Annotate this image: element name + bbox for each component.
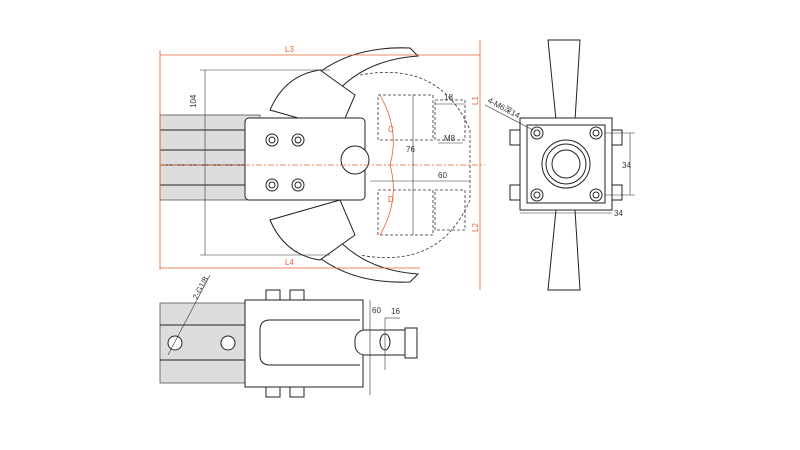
arc-c xyxy=(379,94,394,166)
dim-l1: L1 xyxy=(471,96,480,105)
square-body xyxy=(519,117,613,211)
dim-34-vertical: 34 xyxy=(622,161,631,170)
dim-m8: M8 xyxy=(444,134,456,143)
side-view: 4-M6深14 34 34 xyxy=(484,39,635,291)
dim-l4: L4 xyxy=(285,258,294,267)
bolts xyxy=(265,133,305,192)
dim-l2: L2 xyxy=(471,223,480,232)
bottom-view: 60 16 2-G1/8 xyxy=(159,275,418,398)
dim-104: 104 xyxy=(189,94,198,108)
dim-60-top: 60 xyxy=(438,171,447,180)
upper-jaw-arm xyxy=(269,69,356,131)
upper-arm xyxy=(547,39,581,121)
dim-60-bottom: 60 xyxy=(372,306,381,315)
dim-16: 16 xyxy=(391,307,400,316)
mounting-holes xyxy=(530,126,603,202)
pivot xyxy=(340,145,370,175)
dim-34-horizontal: 34 xyxy=(614,209,623,218)
arc-d xyxy=(379,164,394,236)
dim-76: 76 xyxy=(406,145,415,154)
lower-arm xyxy=(547,209,581,291)
label-d: D xyxy=(388,195,394,204)
rail-profile xyxy=(159,114,261,201)
dim-l3: L3 xyxy=(285,45,294,54)
dim-18: 18 xyxy=(444,93,453,102)
dim-port: 2-G1/8 xyxy=(191,275,211,301)
lower-jaw-arm xyxy=(269,199,356,261)
top-view: C D L3 L4 104 76 18 M8 60 L1 L2 xyxy=(159,40,485,290)
label-c: C xyxy=(388,125,394,134)
clamp-body-bottom xyxy=(244,299,364,388)
